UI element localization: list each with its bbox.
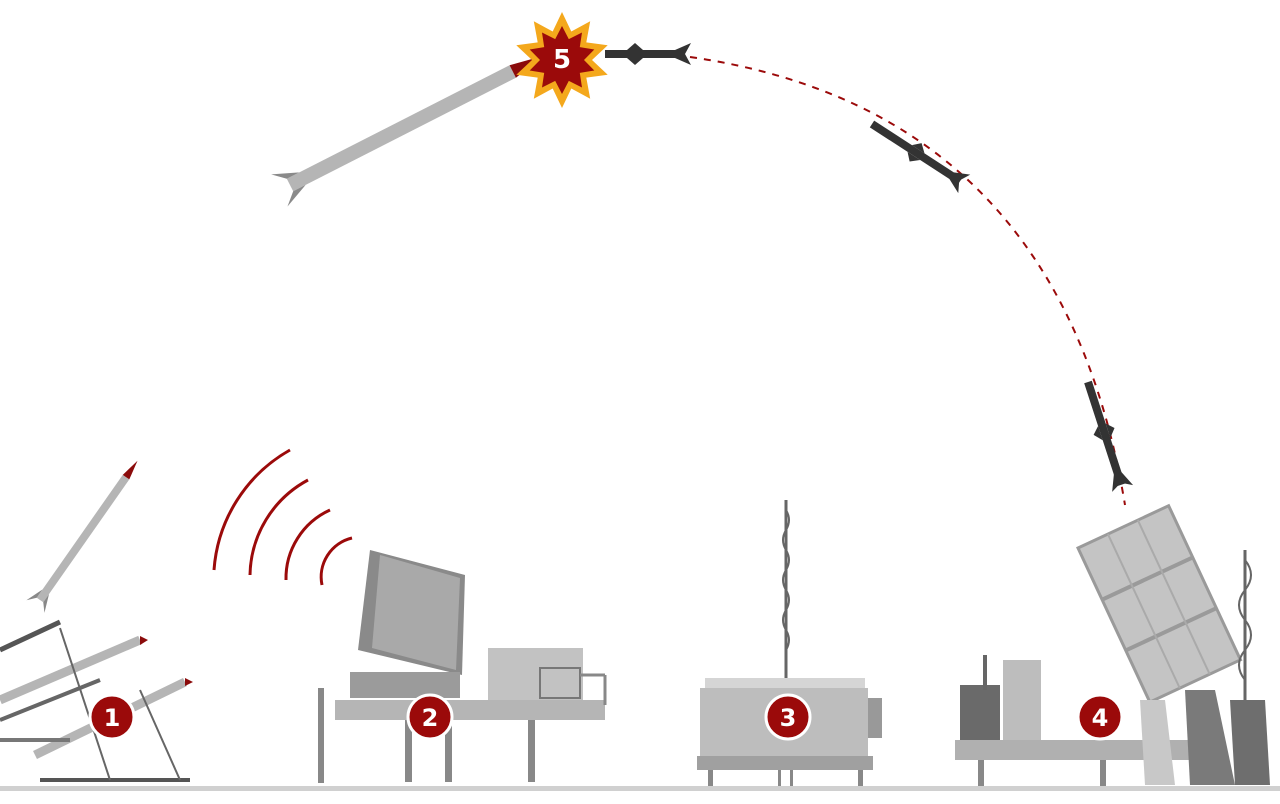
incoming-rocket-icon <box>271 55 544 207</box>
step-badge-2: 2 <box>406 693 454 741</box>
svg-text:3: 3 <box>780 704 797 732</box>
interceptor-trajectory <box>689 56 1126 506</box>
step-badge-5: 5 <box>553 45 571 75</box>
interceptor-missile-icon <box>605 43 691 65</box>
interceptor-launcher-icon <box>955 503 1270 786</box>
ground-line <box>0 786 1280 791</box>
svg-text:2: 2 <box>422 704 439 732</box>
svg-text:4: 4 <box>1092 704 1109 732</box>
step-badge-4: 4 <box>1076 693 1124 741</box>
svg-text:1: 1 <box>104 704 121 732</box>
interceptor-missile-icon <box>1084 380 1134 492</box>
interception-burst-icon <box>516 12 608 108</box>
step-badge-3: 3 <box>764 693 812 741</box>
control-center-icon <box>697 500 882 786</box>
step-badge-1: 1 <box>88 693 136 741</box>
radar-icon <box>318 550 607 783</box>
rocket-launcher-icon <box>0 460 193 782</box>
radar-wave-icon <box>212 448 353 586</box>
interceptor-missile-icon <box>869 120 971 194</box>
